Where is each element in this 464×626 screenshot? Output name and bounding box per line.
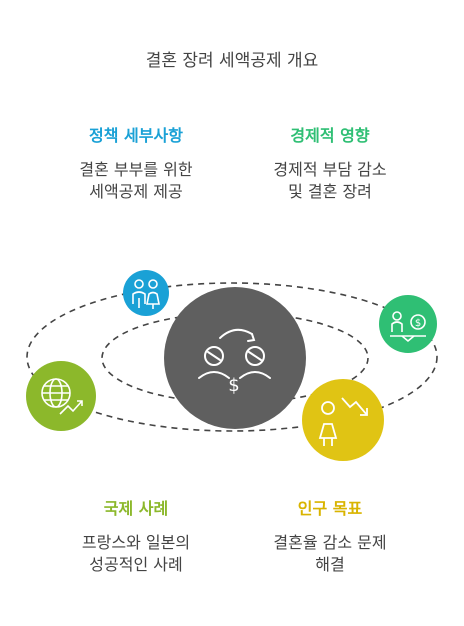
- globe-growth-icon: [26, 361, 96, 431]
- pop-body-line-2: 해결: [315, 555, 345, 574]
- woman-decline-icon: [302, 379, 384, 461]
- economy-heading: 경제적 영향: [290, 126, 370, 145]
- svg-text:$: $: [228, 375, 239, 396]
- couple-icon: [123, 270, 169, 316]
- intl-body-line-2: 성공적인 사례: [89, 555, 183, 574]
- population-goal-block: 인구 목표 결혼율 감소 문제 해결: [230, 495, 430, 576]
- pop-body-line-1: 결혼율 감소 문제: [273, 533, 387, 552]
- economy-body-line-2: 및 결혼 장려: [288, 182, 372, 201]
- page-title: 결혼 장려 세액공제 개요: [145, 51, 319, 71]
- intl-body-line-1: 프랑스와 일본의: [81, 533, 191, 552]
- pop-heading: 인구 목표: [297, 499, 363, 518]
- intl-heading: 국제 사례: [103, 499, 169, 518]
- international-cases-block: 국제 사례 프랑스와 일본의 성공적인 사례: [36, 495, 236, 576]
- svg-text:$: $: [415, 318, 421, 329]
- scale-money-icon: $: [379, 295, 437, 353]
- policy-body-line-1: 결혼 부부를 위한: [79, 160, 193, 179]
- outer-orbit: [26, 282, 438, 432]
- economic-impact-block: 경제적 영향 경제적 부담 감소 및 결혼 장려: [230, 122, 430, 203]
- center-exchange-icon: $: [164, 287, 306, 429]
- policy-heading: 정책 세부사항: [89, 126, 183, 145]
- economy-body-line-1: 경제적 부담 감소: [273, 160, 387, 179]
- policy-details-block: 정책 세부사항 결혼 부부를 위한 세액공제 제공: [36, 122, 236, 203]
- policy-body-line-2: 세액공제 제공: [89, 182, 183, 201]
